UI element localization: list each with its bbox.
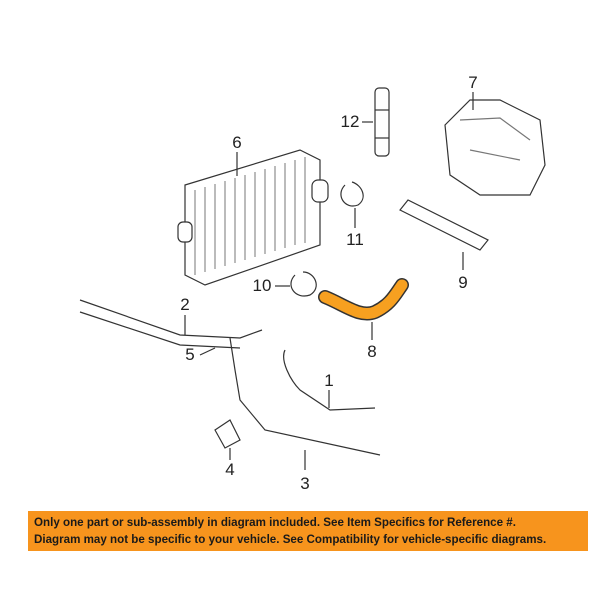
callout-8: 8 (367, 342, 377, 361)
callout-7: 7 (468, 73, 478, 92)
reservoir-part-7 (444, 92, 546, 196)
callout-6: 6 (232, 133, 242, 152)
callout-9: 9 (458, 273, 468, 292)
callout-10: 10 (252, 276, 272, 295)
callout-1: 1 (324, 371, 334, 390)
clamp-part-10 (275, 271, 317, 297)
clamp-part-11 (340, 181, 364, 228)
callout-3: 3 (300, 474, 310, 493)
pipe-part-9 (399, 199, 489, 270)
callout-4: 4 (225, 460, 235, 479)
callout-11: 11 (346, 230, 364, 249)
line-part-1 (283, 349, 376, 411)
lines-part-2-5 (79, 299, 381, 456)
hose-part-8 (318, 278, 409, 340)
callout-2: 2 (180, 295, 190, 314)
disclaimer-banner: Only one part or sub-assembly in diagram… (28, 511, 588, 551)
callout-12: 12 (340, 112, 360, 131)
callout-5: 5 (185, 345, 195, 364)
bracket-part-4 (214, 419, 241, 460)
disclaimer-line-1: Only one part or sub-assembly in diagram… (34, 516, 516, 529)
tube-part-12 (362, 87, 390, 157)
intercooler-part-6 (177, 149, 329, 286)
disclaimer-line-2: Diagram may not be specific to your vehi… (34, 533, 547, 546)
